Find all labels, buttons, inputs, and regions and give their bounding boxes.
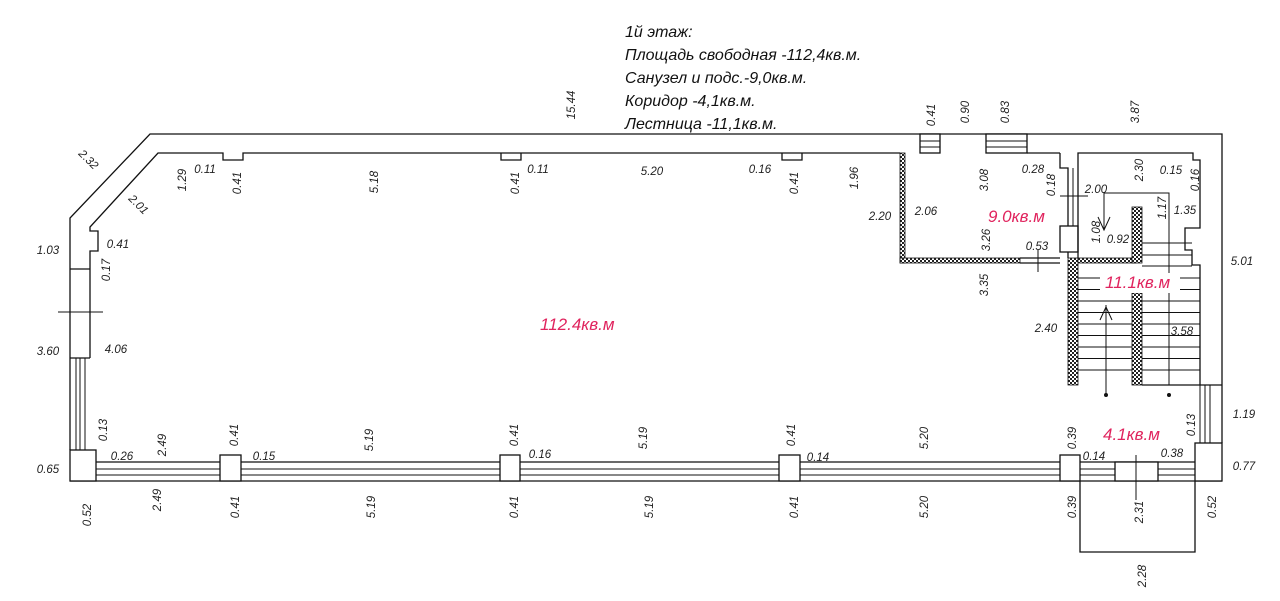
bathroom-walls (899, 152, 1088, 272)
dimension-label: 0.41 (107, 239, 129, 251)
dimension-label: 0.41 (229, 424, 241, 446)
dimension-label: 0.41 (232, 172, 244, 194)
dimension-label: 0.41 (230, 496, 242, 518)
dimension-label: 0.11 (527, 164, 549, 176)
dimension-label: 0.17 (101, 258, 113, 281)
dimension-label: 0.39 (1067, 495, 1079, 518)
dimension-label: 2.31 (1134, 501, 1146, 524)
dimension-label: 0.41 (926, 104, 938, 126)
outer-walls (58, 133, 1223, 482)
dimension-label: 0.92 (1107, 234, 1130, 246)
dimension-label: 5.20 (919, 495, 931, 518)
dimension-label: 2.30 (1134, 158, 1146, 182)
dimension-label: 5.18 (369, 170, 381, 193)
area-label-bathroom: 9.0кв.м (988, 207, 1045, 226)
dimension-label: 0.14 (1083, 451, 1105, 463)
dimension-label: 0.11 (194, 164, 216, 176)
dimension-label: 0.41 (509, 496, 521, 518)
dimension-label: 3.60 (37, 346, 60, 358)
dimension-label: 2.49 (152, 488, 164, 512)
dimension-label: 5.19 (364, 428, 376, 451)
dimension-label: 0.52 (82, 503, 94, 526)
dimension-label: 2.01 (125, 192, 150, 217)
dimension-label: 0.26 (111, 451, 134, 463)
title-block: 1й этаж: Площадь свободная -112,4кв.м. С… (624, 24, 861, 133)
dimension-label: 1.96 (849, 166, 861, 189)
dimension-label: 0.83 (1000, 100, 1012, 123)
left-window (75, 358, 86, 450)
dimension-label: 1.03 (37, 245, 60, 257)
dimension-label: 0.16 (529, 449, 552, 461)
dimension-label: 0.16 (749, 164, 772, 176)
dimension-label: 0.65 (37, 464, 60, 476)
dimension-label: 5.01 (1231, 256, 1253, 268)
top-windows (919, 133, 1060, 154)
area-summary-corridor: Коридор -4,1кв.м. (625, 93, 756, 110)
dimension-label: 2.40 (1034, 323, 1058, 335)
dimension-label: 0.18 (1046, 173, 1058, 196)
dimension-label: 0.41 (789, 496, 801, 518)
dimension-label: 0.14 (807, 452, 829, 464)
dimension-label: 0.41 (509, 424, 521, 446)
dimension-label: 0.90 (960, 100, 972, 123)
dimension-label: 4.06 (105, 344, 128, 356)
area-summary-free: Площадь свободная -112,4кв.м. (625, 47, 861, 64)
dimension-label: 0.41 (510, 172, 522, 194)
dimension-label: 2.00 (1084, 184, 1108, 196)
dimension-label: 5.19 (644, 495, 656, 518)
dimension-label: 0.41 (786, 424, 798, 446)
dimension-label: 1.17 (1157, 196, 1169, 219)
area-summary-bathroom: Санузел и подс.-9,0кв.м. (625, 70, 807, 87)
dimension-label: 15.44 (566, 91, 578, 120)
area-summary-stairs: Лестница -11,1кв.м. (624, 116, 777, 133)
dimension-label: 2.20 (868, 211, 892, 223)
dimension-label: 1.29 (177, 168, 189, 191)
dimension-label: 2.49 (157, 433, 169, 457)
dimension-label: 3.87 (1130, 100, 1142, 123)
area-label-stairs: 11.1кв.м (1105, 273, 1170, 292)
dimension-label: 0.15 (1160, 165, 1183, 177)
area-label-corridor: 4.1кв.м (1103, 425, 1160, 444)
area-label-main: 112.4кв.м (540, 315, 615, 334)
dimension-labels: 15.44 0.41 0.90 0.83 3.87 2.32 2.01 1.29 0.11 0.4… (37, 91, 1256, 589)
dimension-label: 0.41 (789, 172, 801, 194)
dimension-label: 1.19 (1233, 409, 1256, 421)
dimension-label: 0.13 (1186, 413, 1198, 436)
dimension-label: 3.35 (979, 273, 991, 296)
dimension-label: 2.06 (914, 206, 938, 218)
dimension-label: 3.58 (1171, 326, 1194, 338)
dimension-label: 3.08 (979, 168, 991, 191)
dimension-label: 0.15 (253, 451, 276, 463)
dimension-label: 0.38 (1161, 448, 1184, 460)
dimension-label: 5.20 (641, 166, 664, 178)
right-window (1199, 384, 1222, 443)
dimension-label: 0.53 (1026, 241, 1049, 253)
floor-title: 1й этаж: (625, 24, 693, 41)
dimension-label: 1.35 (1174, 205, 1197, 217)
dimension-label: 1.08 (1091, 220, 1103, 243)
dimension-label: 0.77 (1233, 461, 1256, 473)
dimension-label: 0.13 (98, 418, 110, 441)
dimension-label: 5.19 (366, 495, 378, 518)
dimension-label: 3.26 (981, 228, 993, 251)
entrance-vestibule (1079, 455, 1196, 553)
dimension-label: 2.32 (75, 147, 100, 172)
dimension-label: 5.19 (638, 426, 650, 449)
bottom-windows (96, 461, 1195, 476)
dimension-label: 2.28 (1137, 564, 1149, 588)
dimension-label: 5.20 (919, 426, 931, 449)
dimension-label: 0.16 (1190, 168, 1202, 191)
dimension-label: 0.52 (1207, 495, 1219, 518)
dimension-label: 0.39 (1067, 426, 1079, 449)
dimension-label: 0.28 (1022, 164, 1045, 176)
